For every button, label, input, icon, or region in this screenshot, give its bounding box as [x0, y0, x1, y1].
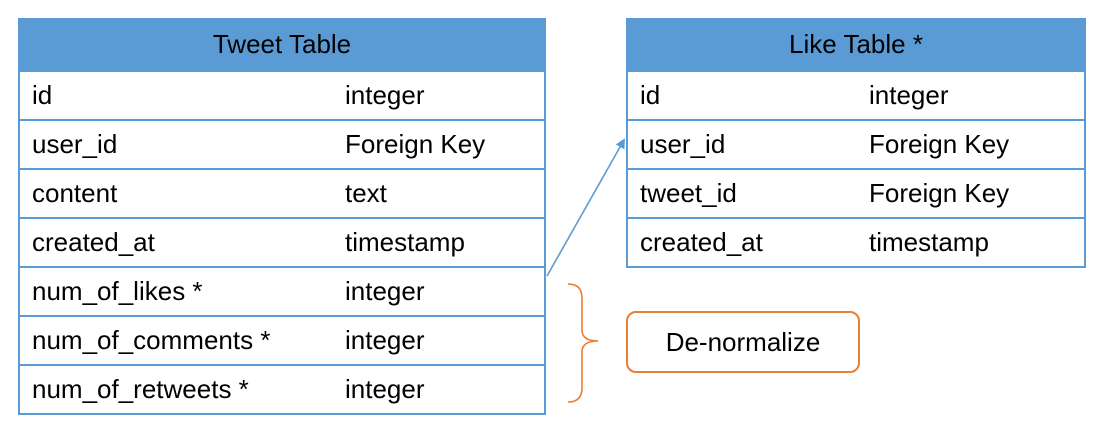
- like-table-row-user-id: user_id Foreign Key: [628, 119, 1084, 168]
- tweet-table-row-created-at: created_at timestamp: [20, 217, 544, 266]
- like-table: Like Table * id integer user_id Foreign …: [626, 18, 1086, 268]
- field-type: integer: [345, 276, 425, 306]
- field-type: integer: [345, 80, 425, 110]
- field-name: created_at: [32, 227, 155, 257]
- like-table-row-id: id integer: [628, 70, 1084, 119]
- tweet-table-row-content: content text: [20, 168, 544, 217]
- field-type: text: [345, 178, 387, 208]
- tweet-table-row-num-of-likes: num_of_likes * integer: [20, 266, 544, 315]
- field-name: num_of_likes *: [32, 276, 203, 306]
- tweet-table-row-id: id integer: [20, 70, 544, 119]
- field-type: Foreign Key: [345, 129, 486, 159]
- tweet-table: Tweet Table id integer user_id Foreign K…: [18, 18, 546, 415]
- field-name: id: [640, 80, 661, 110]
- tweet-table-row-num-of-retweets: num_of_retweets * integer: [20, 364, 544, 413]
- field-type: integer: [345, 325, 425, 355]
- field-type: Foreign Key: [869, 129, 1010, 159]
- like-table-row-tweet-id: tweet_id Foreign Key: [628, 168, 1084, 217]
- field-name: content: [32, 178, 118, 208]
- like-table-row-created-at: created_at timestamp: [628, 217, 1084, 266]
- grouping-brace: [567, 283, 599, 403]
- like-table-title: Like Table *: [628, 20, 1084, 70]
- tweet-table-title: Tweet Table: [20, 20, 544, 70]
- relationship-arrow: [546, 138, 625, 277]
- tweet-table-row-user-id: user_id Foreign Key: [20, 119, 544, 168]
- field-name: tweet_id: [640, 178, 737, 208]
- field-name: created_at: [640, 227, 763, 257]
- tweet-table-row-num-of-comments: num_of_comments * integer: [20, 315, 544, 364]
- field-name: user_id: [640, 129, 726, 159]
- field-type: Foreign Key: [869, 178, 1010, 208]
- denormalize-note: De-normalize: [626, 311, 860, 373]
- field-type: timestamp: [345, 227, 465, 257]
- field-name: user_id: [32, 129, 118, 159]
- field-type: integer: [345, 374, 425, 404]
- field-type: timestamp: [869, 227, 989, 257]
- field-name: num_of_comments *: [32, 325, 271, 355]
- field-name: num_of_retweets *: [32, 374, 249, 404]
- field-name: id: [32, 80, 53, 110]
- field-type: integer: [869, 80, 949, 110]
